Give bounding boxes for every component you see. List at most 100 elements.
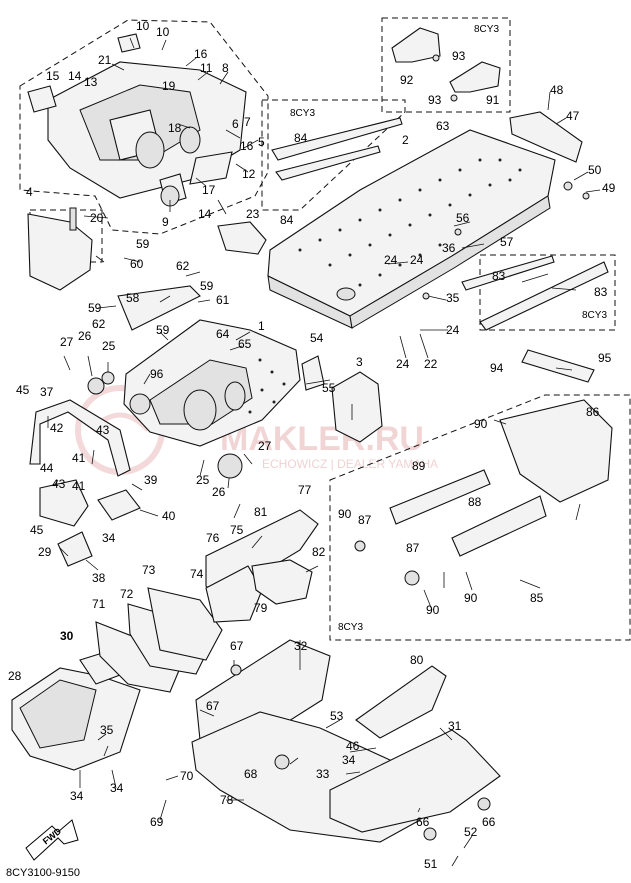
watermark: MAKLER.RU ECHOWICZ | DEALER YAMAHA xyxy=(75,385,438,475)
watermark-sub: ECHOWICZ | DEALER YAMAHA xyxy=(262,457,438,471)
callout: 78 xyxy=(220,793,234,807)
callout: 39 xyxy=(144,473,158,487)
callout: 5 xyxy=(258,135,265,149)
callout: 7 xyxy=(244,115,251,129)
callout: 8 xyxy=(222,61,229,75)
callout: 45 xyxy=(30,523,44,537)
bracket-39 xyxy=(97,489,141,521)
callout: 65 xyxy=(238,337,252,351)
callout: 32 xyxy=(294,639,308,653)
callout: 93 xyxy=(452,49,466,63)
callout: 43 xyxy=(52,477,66,491)
seat-rail-84-lower xyxy=(275,145,381,181)
plate-88 xyxy=(451,495,547,557)
callout: 42 xyxy=(50,421,64,435)
callout: 26 xyxy=(78,329,92,343)
callout: 2 xyxy=(402,133,409,147)
group-label: 8CY3 xyxy=(582,310,607,321)
callout: 95 xyxy=(598,351,612,365)
plate-82 xyxy=(251,559,313,605)
callout: 81 xyxy=(254,505,268,519)
callout: 38 xyxy=(92,571,106,585)
callout: 75 xyxy=(230,523,244,537)
side-panel-31 xyxy=(329,729,501,833)
plate-89 xyxy=(389,469,491,525)
front-frame-1 xyxy=(117,285,301,447)
callout: 52 xyxy=(464,825,478,839)
callout: 43 xyxy=(96,423,110,437)
panel-74 xyxy=(205,565,263,623)
callout: 24 xyxy=(396,357,410,371)
callout: 48 xyxy=(550,83,564,97)
seat-rail-box-84 xyxy=(261,99,406,211)
callout: 10 xyxy=(136,19,150,33)
watermark-main: MAKLER.RU xyxy=(220,420,424,458)
callout: 17 xyxy=(202,183,216,197)
callout: 59 xyxy=(156,323,170,337)
callout: 35 xyxy=(446,291,460,305)
callout: 77 xyxy=(298,483,312,497)
callout: 87 xyxy=(406,541,420,555)
callout: 93 xyxy=(428,93,442,107)
callout: 90 xyxy=(426,603,440,617)
bracket-29 xyxy=(57,531,93,567)
callout: 88 xyxy=(468,495,482,509)
callout: 85 xyxy=(530,591,544,605)
strip-94 xyxy=(521,349,595,383)
callout: 91 xyxy=(486,93,500,107)
bracket-91 xyxy=(449,61,501,93)
callout: 25 xyxy=(196,473,210,487)
callout: 86 xyxy=(586,405,600,419)
seat-rail-83-upper xyxy=(461,255,555,291)
callout: 94 xyxy=(490,361,504,375)
callout: 34 xyxy=(110,781,124,795)
seat-rail-84-upper xyxy=(271,117,403,161)
callout: 37 xyxy=(40,385,54,399)
callout: 29 xyxy=(38,545,52,559)
callout: 35 xyxy=(100,723,114,737)
group-label: 8CY3 xyxy=(338,622,363,633)
callout: 61 xyxy=(216,293,230,307)
callout: 66 xyxy=(416,815,430,829)
fwd-arrow-icon: FWD xyxy=(25,819,79,861)
group-label: 8CY3 xyxy=(474,24,499,35)
callout: 59 xyxy=(136,237,150,251)
callout: 71 xyxy=(92,597,106,611)
tunnel-plate-box-85 xyxy=(329,394,631,641)
callout: 89 xyxy=(412,459,426,473)
callout: 45 xyxy=(16,383,30,397)
callout: 34 xyxy=(70,789,84,803)
callout: 47 xyxy=(566,109,580,123)
grab-bar-37 xyxy=(29,399,131,477)
callout: 82 xyxy=(312,545,326,559)
callout: 50 xyxy=(588,163,602,177)
callout: 24 xyxy=(384,253,398,267)
callout: 87 xyxy=(358,513,372,527)
callout: 41 xyxy=(72,479,86,493)
callout: 68 xyxy=(244,767,258,781)
callout: 59 xyxy=(88,301,102,315)
callout: 69 xyxy=(150,815,164,829)
callout: 96 xyxy=(150,367,164,381)
callout: 67 xyxy=(206,699,220,713)
callout: 23 xyxy=(246,207,260,221)
callout: 56 xyxy=(456,211,470,225)
callout: 67 xyxy=(230,639,244,653)
callout: 9 xyxy=(162,215,169,229)
cover-86 xyxy=(499,399,613,503)
callout: 66 xyxy=(482,815,496,829)
callout: 41 xyxy=(72,451,86,465)
callout: 63 xyxy=(436,119,450,133)
callout: 74 xyxy=(190,567,204,581)
bolt-20 xyxy=(69,207,77,231)
callout: 6 xyxy=(232,117,239,131)
bracket-47 xyxy=(509,111,583,163)
bracket-3 xyxy=(331,371,383,443)
callout: 15 xyxy=(46,69,60,83)
callout: 76 xyxy=(206,531,220,545)
callout: 62 xyxy=(92,317,106,331)
callout: 83 xyxy=(594,285,608,299)
callout: 18 xyxy=(168,121,182,135)
